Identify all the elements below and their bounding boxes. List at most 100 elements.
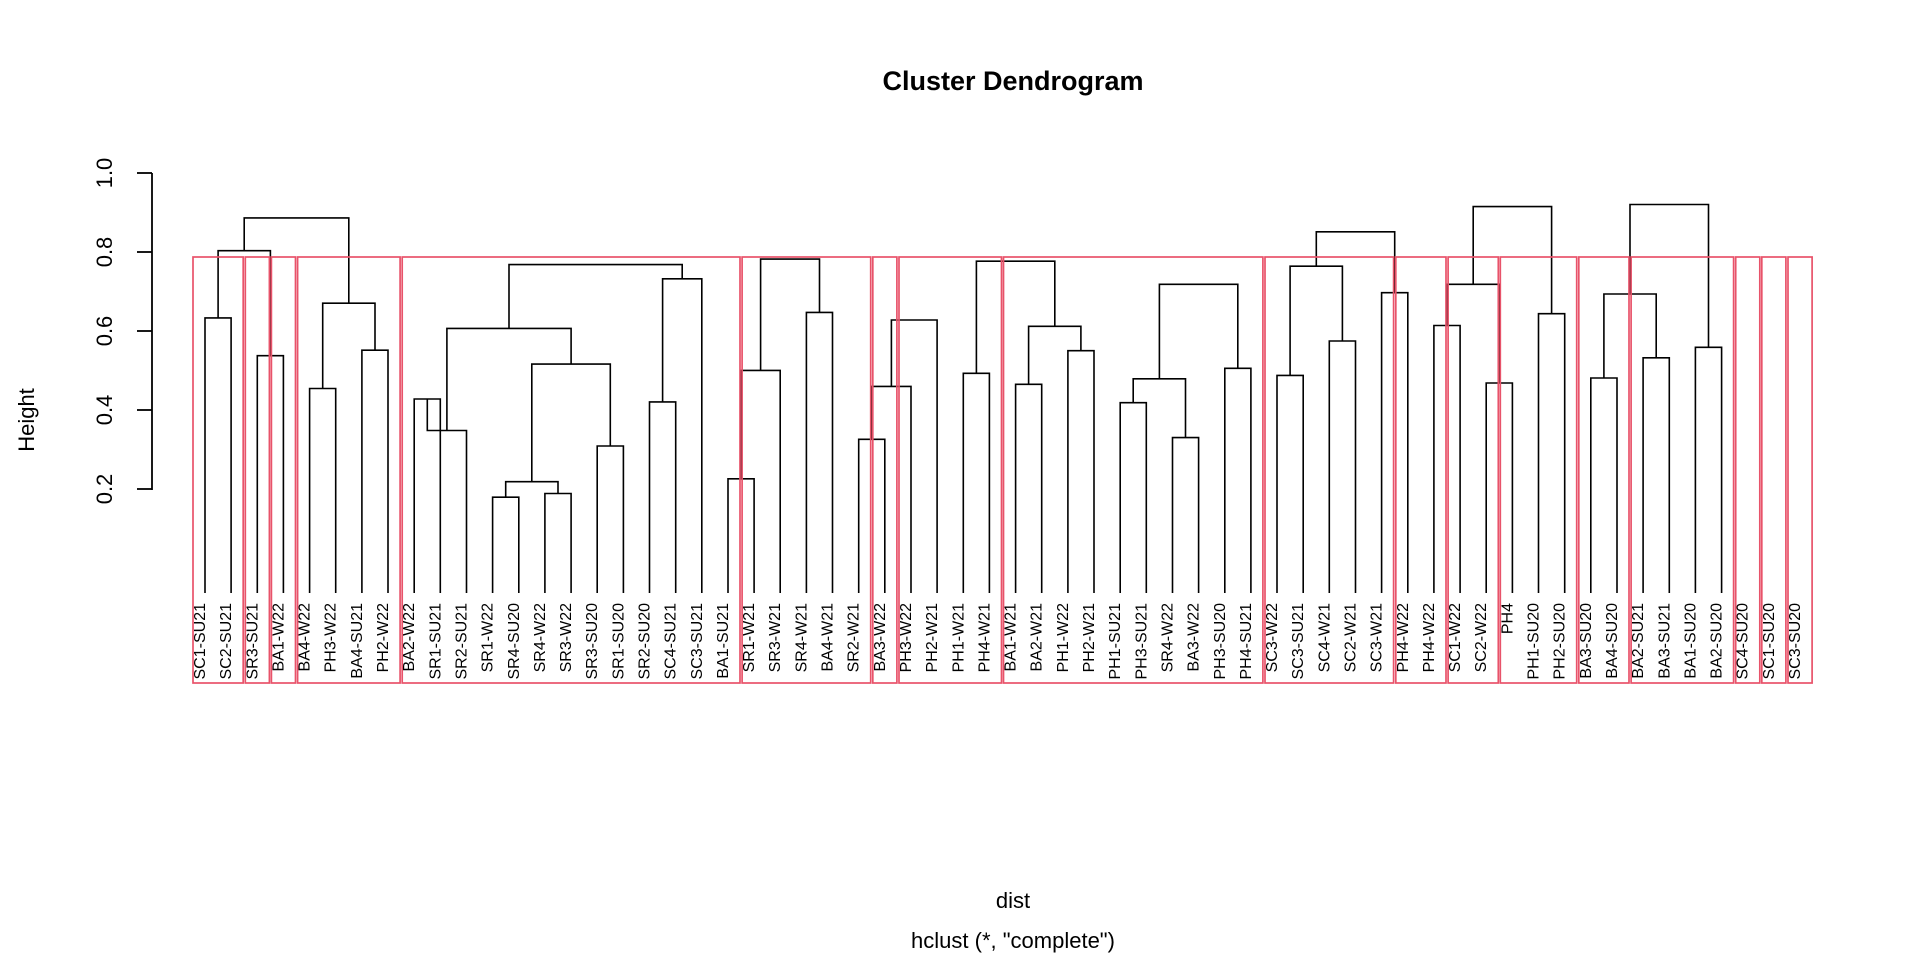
leaf-label: SR3-W22 (558, 603, 575, 672)
cluster-rect-18 (1787, 256, 1813, 684)
leaf-label: BA2-SU20 (1709, 603, 1726, 679)
leaf-label: SR4-W21 (793, 603, 810, 672)
cluster-rect-16 (1734, 256, 1761, 684)
leaf-label: SR1-W22 (480, 603, 497, 672)
leaf-label: BA4-W21 (820, 603, 837, 672)
cluster-rect-11 (1394, 256, 1447, 684)
leaf-label: SR3-W21 (767, 603, 784, 672)
leaf-label: BA2-SU21 (1630, 603, 1647, 679)
y-tick-label-5: 0.2 (92, 474, 117, 505)
leaf-label: PH4 (1499, 603, 1516, 634)
leaf-label: SR3-SU20 (584, 603, 601, 680)
cluster-rect-15 (1630, 256, 1735, 684)
branch-m49 (1472, 205, 1553, 314)
y-tick-label-2: 0.8 (92, 237, 117, 268)
leaf-label: BA2-W22 (401, 603, 418, 672)
cluster-rect-17 (1760, 256, 1787, 684)
leaf-label: SR4-SU20 (506, 603, 523, 680)
cluster-rect-13 (1499, 256, 1578, 684)
leaf-label: BA1-W21 (1003, 603, 1020, 672)
leaf-label: SR2-SU20 (637, 603, 654, 680)
leaf-label: SC1-W22 (1447, 603, 1464, 672)
leaf-label: BA4-SU21 (349, 603, 366, 679)
leaf-label: SC4-SU21 (663, 603, 680, 680)
branch-m7 (243, 217, 350, 304)
leaf-label: SR4-W22 (1160, 603, 1177, 672)
leaf-label: PH4-W22 (1421, 603, 1438, 672)
leaf-label: PH4-W21 (976, 603, 993, 672)
branch-m25 (890, 319, 938, 593)
leaf-label: SC1-SU21 (192, 603, 209, 680)
leaf-label: PH4-W22 (1395, 603, 1412, 672)
x-axis-sub-line2: hclust (*, "complete") (911, 928, 1115, 953)
cluster-rect-4 (296, 256, 401, 684)
leaf-label: SC1-SU20 (1761, 603, 1778, 680)
leaf-label: SR2-SU21 (454, 603, 471, 680)
y-tick-label-1: 1.0 (92, 158, 117, 189)
leaf-label: SC3-SU21 (689, 603, 706, 680)
leaf-label: SR1-W21 (741, 603, 758, 672)
leaf-label: SR4-W22 (532, 603, 549, 672)
cluster-rect-2 (244, 256, 271, 684)
branch-m22 (759, 258, 821, 371)
cluster-rect-3 (270, 256, 297, 684)
leaf-label: PH1-SU20 (1526, 603, 1543, 680)
branch-m48 (1315, 231, 1396, 293)
leaf-label: BA3-SU20 (1578, 603, 1595, 679)
leaf-label: SR1-SU21 (427, 603, 444, 680)
leaf-label: PH1-W21 (950, 603, 967, 672)
leaf-label: BA3-W22 (872, 603, 889, 672)
leaf-label: BA4-W22 (297, 603, 314, 672)
cluster-rectangles (192, 256, 1813, 684)
leaf-label: BA2-W21 (1029, 603, 1046, 672)
leaf-label: BA3-SU21 (1656, 603, 1673, 679)
y-axis: 1.0 0.8 0.6 0.4 0.2 (92, 158, 153, 505)
cluster-rect-5 (401, 256, 741, 684)
leaf-label: SC4-W21 (1316, 603, 1333, 672)
leaf-label: SR1-SU20 (610, 603, 627, 680)
branch-m35 (975, 260, 1056, 374)
leaf-label: PH1-SU21 (1107, 603, 1124, 680)
leaf-label: PH3-SU21 (1133, 603, 1150, 680)
branch-m34 (1158, 283, 1239, 379)
branch-m50 (1629, 203, 1710, 348)
leaf-label: BA1-SU20 (1682, 603, 1699, 679)
leaf-label: PH3-W22 (323, 603, 340, 672)
leaf-label: BA1-SU21 (715, 603, 732, 679)
leaf-label: SC3-W22 (1264, 603, 1281, 672)
y-tick-label-4: 0.4 (92, 395, 117, 426)
leaf-labels: SC1-SU21 SC2-SU21 SR3-SU21 BA1-W22 BA4-W22 PH… (192, 603, 1804, 680)
x-axis-sub-line1: dist (996, 888, 1030, 913)
leaf-label: PH2-SU20 (1552, 603, 1569, 680)
leaf-label: PH2-W21 (1081, 603, 1098, 672)
branch-m18 (508, 263, 683, 329)
cluster-rect-12 (1447, 256, 1500, 684)
leaf-label: SC2-W21 (1343, 603, 1360, 672)
cluster-rect-9 (1002, 256, 1264, 684)
leaf-label: PH2-W21 (924, 603, 941, 672)
cluster-rect-7 (871, 256, 898, 684)
cluster-rect-6 (741, 256, 872, 684)
leaf-label: SC3-SU21 (1290, 603, 1307, 680)
page-title: Cluster Dendrogram (882, 66, 1143, 96)
cluster-rect-14 (1577, 256, 1630, 684)
leaf-label: SR3-SU21 (244, 603, 261, 680)
leaf-label: PH1-W22 (1055, 603, 1072, 672)
leaf-label: PH3-SU20 (1212, 603, 1229, 680)
leaf-label: SC4-SU20 (1735, 603, 1752, 680)
leaf-label: SC3-SU20 (1787, 603, 1804, 680)
leaf-label: SC3-W21 (1369, 603, 1386, 672)
leaf-label: SC2-W22 (1473, 603, 1490, 672)
leaf-label: BA1-W22 (270, 603, 287, 672)
y-tick-label-3: 0.6 (92, 316, 117, 347)
leaf-label: SC2-SU21 (218, 603, 235, 680)
dendrogram-branches (204, 203, 1723, 593)
cluster-rect-8 (898, 256, 1003, 684)
cluster-rect-10 (1264, 256, 1395, 684)
leaf-label: BA4-SU20 (1604, 603, 1621, 679)
leaf-label: PH4-SU21 (1238, 603, 1255, 680)
cluster-rect-1 (192, 256, 245, 684)
